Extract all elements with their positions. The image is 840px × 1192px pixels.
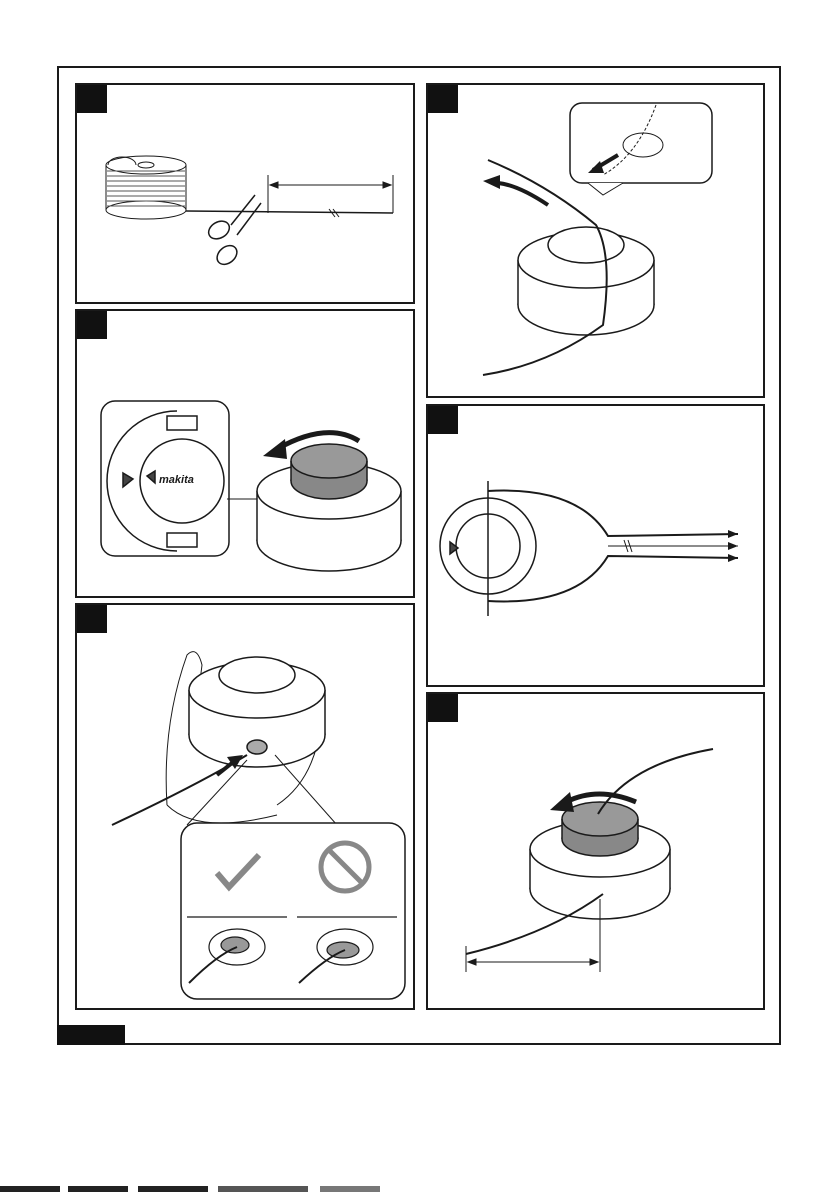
rotate-arrow-icon bbox=[566, 794, 636, 802]
head-top-view bbox=[440, 481, 536, 616]
feed-through-illustration bbox=[428, 85, 765, 398]
correct-insertion bbox=[187, 915, 287, 983]
length-dimension bbox=[268, 175, 393, 213]
panel-cut-line bbox=[75, 83, 415, 304]
wind-line-illustration bbox=[428, 694, 765, 1010]
footer-text-strip bbox=[0, 1184, 840, 1192]
rotate-knob-illustration: makita bbox=[77, 311, 415, 598]
cut-line-illustration bbox=[77, 85, 415, 304]
line-spool-icon bbox=[106, 156, 186, 219]
figure-label-badge bbox=[57, 1025, 125, 1045]
panel-wind-line bbox=[426, 692, 765, 1010]
panel-equal-lengths bbox=[426, 404, 765, 687]
trimmer-head-icon bbox=[189, 657, 325, 767]
trimmer-head-icon bbox=[518, 227, 654, 335]
brand-logo: makita bbox=[159, 474, 194, 486]
equal-lengths-illustration bbox=[428, 406, 765, 687]
scissors-icon bbox=[205, 195, 261, 268]
trimmer-head-icon bbox=[257, 444, 401, 571]
panel-insert-line bbox=[75, 603, 415, 1010]
panel-rotate-knob: makita bbox=[75, 309, 415, 598]
trimmer-line bbox=[186, 211, 393, 213]
insert-line-illustration bbox=[77, 605, 415, 1010]
panel-feed-through bbox=[426, 83, 765, 398]
